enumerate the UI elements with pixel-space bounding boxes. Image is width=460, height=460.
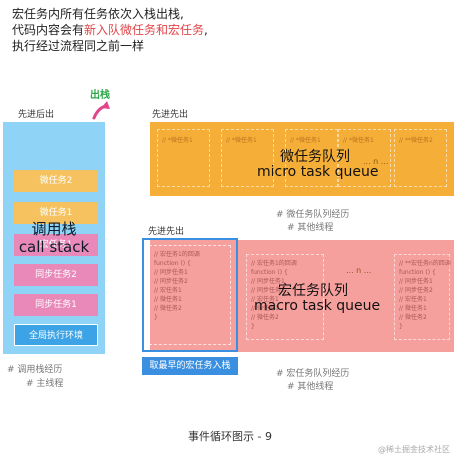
stack-note-2: # 主线程 — [26, 379, 64, 389]
code-line: // 微任务1 — [154, 296, 182, 303]
stack-item-macro-1: 宏任务1 — [14, 234, 98, 256]
stack-top-label: 先进后出 — [18, 110, 55, 120]
macro-note-2: # 其他线程 — [287, 382, 334, 392]
macro-top-label: 先进先出 — [148, 227, 185, 237]
pop-label: 出栈 — [90, 90, 110, 101]
code-line: // 微任务1 — [399, 305, 427, 312]
code-line: // 同步任务2 — [251, 287, 285, 294]
code-line: // 微任务1 — [251, 305, 279, 312]
stack-note-1: # 调用栈经历 — [7, 365, 63, 375]
micro-cell: // *微任务1 — [338, 129, 391, 187]
micro-cell: // *微任务1 — [157, 129, 210, 187]
micro-top-label: 先进先出 — [152, 110, 189, 120]
code-line: // 宏任务1 — [399, 296, 427, 303]
earliest-macro-label: 取最早的宏任务入栈 — [142, 357, 238, 375]
code-line: // 同步任务1 — [154, 269, 188, 276]
code-line: // 微任务2 — [251, 314, 279, 321]
micro-task-queue: // *微任务1 // *微任务1 // *微任务1 // *微任务1 // *… — [150, 122, 454, 196]
code-line: function () { — [399, 269, 436, 276]
code-line: // 同步任务1 — [399, 278, 433, 285]
code-line: function () { — [154, 260, 191, 267]
stack-global-context: 全局执行环境 — [14, 324, 98, 346]
macro-title-en: macro task queue — [254, 298, 381, 314]
macro-task-queue: // 宏任务1的回调 function () { // 同步任务1 // 同步任… — [150, 240, 454, 352]
header-highlight: 新入队微任务和宏任务 — [84, 23, 205, 37]
stack-title-zh: 调用栈 — [31, 220, 77, 238]
header-line-2: 代码内容会有新入队微任务和宏任务, — [12, 22, 208, 38]
code-line: // 微任务2 — [399, 314, 427, 321]
code-line: } — [154, 314, 158, 321]
stack-item-micro-2: 微任务2 — [14, 170, 98, 192]
code-line: // 宏任务1的回调 — [251, 260, 297, 267]
header-line-2-post: , — [204, 23, 208, 37]
figure-caption: 事件循环图示 - 9 — [188, 430, 272, 443]
micro-cell: // **微任务2 — [394, 129, 447, 187]
code-line: // 同步任务2 — [154, 278, 188, 285]
code-line: // **宏任务n的回调 — [399, 260, 451, 267]
macro-cell: // 宏任务1的回调 function () { // 同步任务1 // 同步任… — [246, 254, 324, 340]
header-line-1: 宏任务内所有任务依次入栈出栈, — [12, 7, 184, 21]
micro-dots: ... n ... — [363, 157, 389, 166]
code-line: // 同步任务2 — [399, 287, 433, 294]
stack-item-micro-1: 微任务1 — [14, 202, 98, 224]
macro-cell-first: // 宏任务1的回调 function () { // 同步任务1 // 同步任… — [149, 245, 231, 345]
macro-title-zh: 宏任务队列 — [278, 283, 348, 299]
macro-cell: // **宏任务n的回调 function () { // 同步任务1 // 同… — [394, 254, 451, 340]
micro-note-2: # 其他线程 — [287, 223, 334, 233]
call-stack: 微任务2 微任务1 宏任务1 同步任务2 同步任务1 全局执行环境 调用栈 ca… — [3, 122, 105, 354]
code-line: // 宏任务1 — [154, 287, 182, 294]
stack-item-sync-2: 同步任务2 — [14, 264, 98, 286]
earliest-macro-task: // 宏任务1的回调 function () { // 同步任务1 // 同步任… — [142, 238, 238, 352]
stack-item-sync-1: 同步任务1 — [14, 294, 98, 316]
header-line-3: 执行经过流程同之前一样 — [12, 39, 145, 53]
stack-title-en: call stack — [18, 238, 90, 256]
code-line: // 微任务2 — [154, 305, 182, 312]
micro-cell: // *微任务1 — [285, 129, 338, 187]
watermark: @稀土掘金技术社区 — [378, 445, 450, 454]
code-line: // 宏任务1的回调 — [154, 251, 200, 258]
pop-arrow-icon — [92, 101, 110, 120]
code-line: } — [399, 323, 403, 330]
code-line: // 宏任务1 — [251, 296, 279, 303]
micro-cell: // *微任务1 — [221, 129, 274, 187]
macro-dots: ... n ... — [346, 266, 372, 275]
micro-note-1: # 微任务队列经历 — [276, 210, 350, 220]
micro-title-en: micro task queue — [257, 164, 379, 180]
code-line: function () { — [251, 269, 288, 276]
micro-title-zh: 微任务队列 — [280, 149, 350, 165]
header-line-2-pre: 代码内容会有 — [12, 23, 85, 37]
code-line: } — [251, 323, 255, 330]
code-line: // 同步任务1 — [251, 278, 285, 285]
macro-note-1: # 宏任务队列经历 — [276, 369, 350, 379]
